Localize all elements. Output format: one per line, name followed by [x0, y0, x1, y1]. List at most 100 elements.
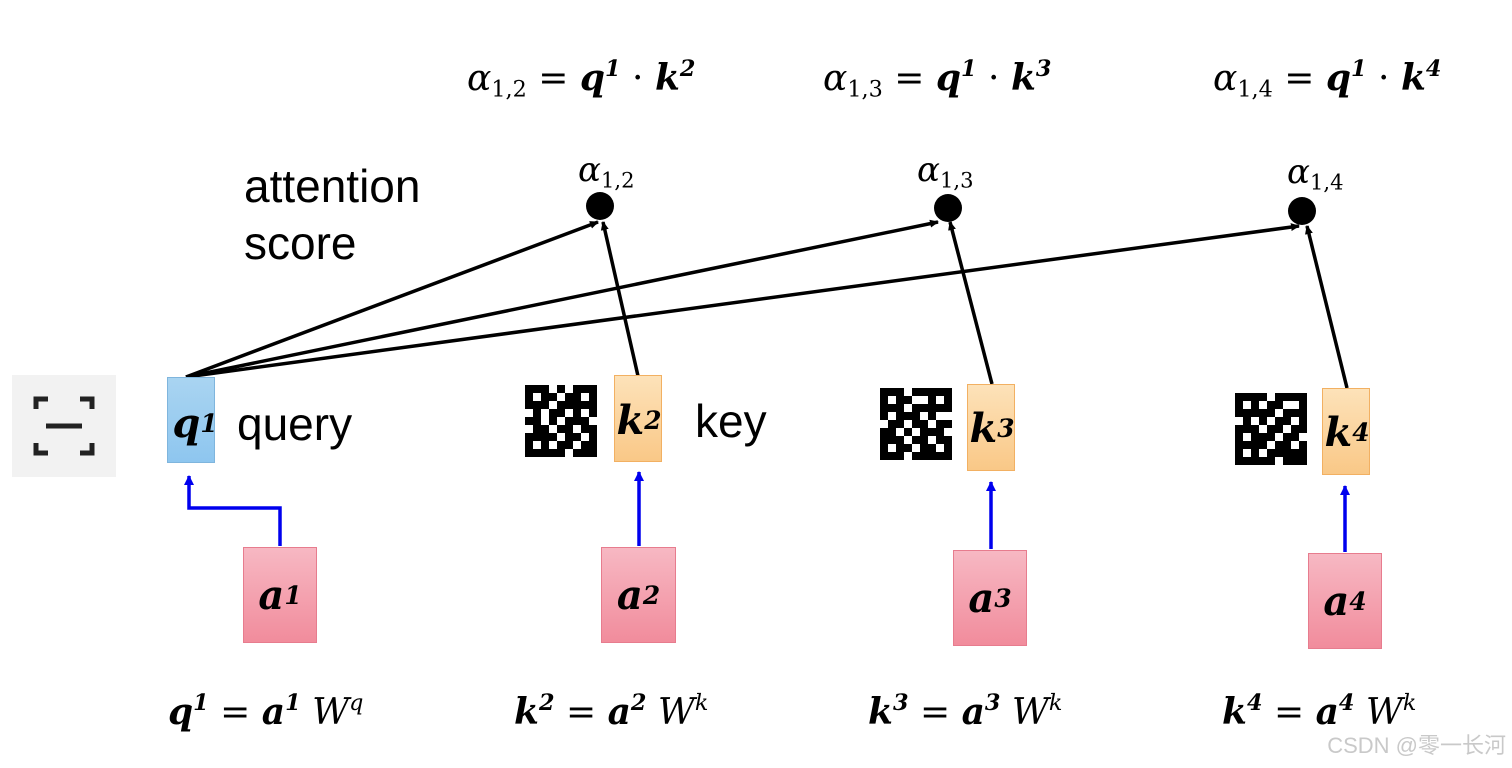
- score-node-dot: [1288, 197, 1316, 225]
- score-node-dot: [586, 192, 614, 220]
- equals-sign: =: [1273, 691, 1305, 733]
- k4-vector: [1322, 388, 1370, 475]
- a-symbol: a: [616, 571, 643, 619]
- q-symbol: q: [172, 399, 201, 447]
- a-superscript: 2: [642, 580, 661, 610]
- scan-icon-glyph: [33, 396, 95, 456]
- q-superscript: 1: [200, 408, 218, 438]
- k-symbol: k: [616, 396, 645, 444]
- q-symbol: q: [579, 56, 606, 99]
- a-superscript: 3: [994, 583, 1012, 613]
- weight-superscript: k: [694, 690, 709, 716]
- formula-k3: k3 = a3 Wk: [868, 690, 1062, 733]
- rhs-symbol: a: [261, 690, 286, 733]
- alpha-subscript: 1,2: [600, 167, 635, 193]
- formula-alpha-1-4: α1,4 = q1 · k4: [1213, 56, 1441, 103]
- attention-label-line1: attention: [244, 160, 421, 212]
- a-symbol: a: [968, 574, 995, 622]
- score-node-dot: [934, 194, 962, 222]
- rhs-symbol: a: [961, 690, 985, 733]
- alpha-symbol: α: [1213, 57, 1238, 99]
- formula-k4: k4 = a4 Wk: [1222, 690, 1416, 733]
- scan-icon[interactable]: [12, 375, 116, 477]
- a-superscript: 1: [284, 580, 302, 610]
- watermark: CSDN @零一长河: [1327, 733, 1506, 758]
- q-superscript: 1: [605, 56, 621, 82]
- arrow-q1-to-alpha12: [185, 220, 599, 379]
- dot-operator: ·: [632, 57, 644, 99]
- query-label: query: [237, 398, 353, 450]
- score-label-alpha-1-3: α1,3: [917, 150, 974, 192]
- equals-sign: =: [919, 691, 951, 733]
- q-superscript: 1: [1351, 56, 1367, 82]
- formula-q1: q1 = a1 Wq: [168, 690, 363, 733]
- k-symbol: k: [1010, 56, 1036, 99]
- q1-vector: [167, 377, 215, 463]
- equals-sign: =: [1284, 57, 1315, 99]
- formula-alpha-1-3: α1,3 = q1 · k3: [823, 56, 1051, 103]
- qr-code-icon[interactable]: [525, 385, 597, 457]
- k-superscript: 2: [679, 56, 696, 82]
- weight-superscript: k: [1048, 690, 1063, 716]
- k-superscript: 4: [1352, 417, 1370, 447]
- a-superscript: 4: [1349, 586, 1367, 616]
- k3-vector: [967, 384, 1015, 471]
- arrow-k2-to-alpha12: [600, 221, 640, 377]
- dot-operator: ·: [1378, 57, 1390, 99]
- weight-symbol: W: [1365, 691, 1403, 733]
- key-label: key: [695, 395, 767, 447]
- k-superscript: 4: [1425, 56, 1442, 82]
- k-superscript: 2: [644, 405, 662, 435]
- lhs-superscript: 4: [1246, 690, 1263, 716]
- dot-operator: ·: [988, 57, 1000, 99]
- k-superscript: 3: [1035, 56, 1052, 82]
- alpha-subscript: 1,3: [847, 76, 883, 103]
- rhs-superscript: 4: [1338, 690, 1355, 716]
- weight-symbol: W: [657, 691, 695, 733]
- arrow-q1-to-alpha14: [185, 223, 1300, 379]
- equals-sign: =: [894, 57, 925, 99]
- lhs-symbol: k: [514, 690, 539, 733]
- k2-vector: [614, 375, 662, 462]
- equals-sign: =: [538, 57, 569, 99]
- qr-code-icon[interactable]: [880, 388, 952, 460]
- attention-score-label: attention score: [244, 158, 420, 272]
- lhs-superscript: 2: [538, 690, 555, 716]
- alpha-symbol: α: [467, 57, 492, 99]
- alpha-subscript: 1,3: [939, 167, 974, 193]
- rhs-symbol: a: [1315, 690, 1339, 733]
- alpha-symbol: α: [578, 150, 601, 190]
- alpha-subscript: 1,4: [1237, 76, 1273, 103]
- lhs-symbol: k: [1222, 690, 1247, 733]
- k-symbol: k: [654, 56, 680, 99]
- alpha-subscript: 1,2: [491, 76, 527, 103]
- a-symbol: a: [1323, 577, 1350, 625]
- q-symbol: q: [1325, 56, 1352, 99]
- lhs-superscript: 3: [892, 690, 909, 716]
- lhs-symbol: q: [168, 690, 194, 733]
- rhs-superscript: 2: [630, 690, 647, 716]
- q-superscript: 1: [961, 56, 977, 82]
- formula-alpha-1-2: α1,2 = q1 · k2: [467, 56, 695, 103]
- k-symbol: k: [969, 404, 998, 452]
- equals-sign: =: [565, 691, 597, 733]
- arrow-k4-to-alpha14: [1305, 225, 1349, 389]
- alpha-subscript: 1,4: [1309, 169, 1344, 195]
- qr-code-icon[interactable]: [1235, 393, 1307, 465]
- k-symbol: k: [1400, 56, 1426, 99]
- lhs-symbol: k: [868, 690, 893, 733]
- rhs-symbol: a: [607, 690, 631, 733]
- q-symbol: q: [935, 56, 962, 99]
- score-label-alpha-1-4: α1,4: [1287, 152, 1344, 194]
- score-label-alpha-1-2: α1,2: [578, 150, 635, 192]
- formula-k2: k2 = a2 Wk: [514, 690, 708, 733]
- rhs-superscript: 3: [984, 690, 1001, 716]
